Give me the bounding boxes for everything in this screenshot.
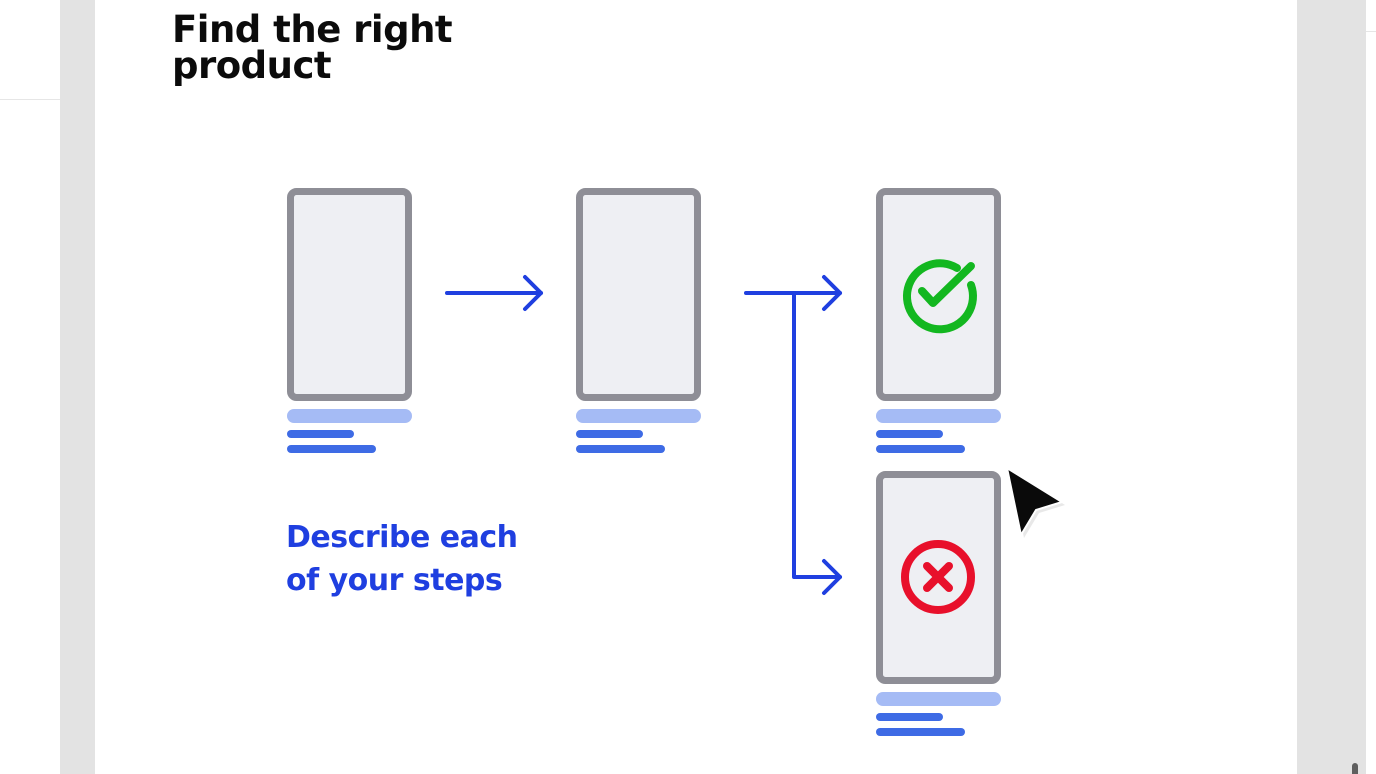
screen-step-2	[576, 188, 701, 453]
left-panel-divider	[0, 99, 60, 100]
screen-step-1	[287, 188, 412, 453]
slide-title: Find the right product	[172, 8, 572, 87]
slide-canvas: Find the right product	[95, 0, 1297, 774]
slide-margin-left	[60, 0, 95, 774]
caption-line-1: Describe each	[286, 520, 518, 555]
screen-text-placeholder	[576, 430, 643, 438]
screen-outcome-failure	[876, 471, 1001, 736]
caption-line-2: of your steps	[286, 563, 503, 598]
screen-text-placeholder	[287, 445, 376, 453]
screen-text-placeholder	[876, 430, 943, 438]
x-circle-icon	[901, 540, 975, 614]
screen-text-placeholder	[876, 713, 943, 721]
left-panel	[0, 0, 60, 774]
scrollbar-thumb[interactable]	[1352, 763, 1358, 774]
mouse-cursor-icon	[1006, 467, 1065, 538]
screen-outcome-success	[876, 188, 1001, 453]
screen-text-placeholder	[876, 445, 965, 453]
screen-title-placeholder	[876, 692, 1001, 706]
branch-arrow-icon	[744, 275, 842, 595]
screen-text-placeholder	[576, 445, 665, 453]
screen-title-placeholder	[876, 409, 1001, 423]
check-circle-icon	[903, 259, 977, 334]
user-flow-diagram	[287, 188, 1065, 736]
screen-title-placeholder	[287, 409, 412, 423]
right-panel-divider	[1366, 31, 1376, 32]
screen-title-placeholder	[576, 409, 701, 423]
right-arrow-icon	[445, 275, 543, 311]
slide-title-line-2: product	[172, 44, 332, 87]
slide-caption: Describe each of your steps	[286, 516, 606, 602]
screen-text-placeholder	[876, 728, 965, 736]
right-panel	[1366, 0, 1376, 774]
slide-title-line-1: Find the right	[172, 8, 453, 51]
screen-text-placeholder	[287, 430, 354, 438]
slide-margin-right	[1297, 0, 1366, 774]
